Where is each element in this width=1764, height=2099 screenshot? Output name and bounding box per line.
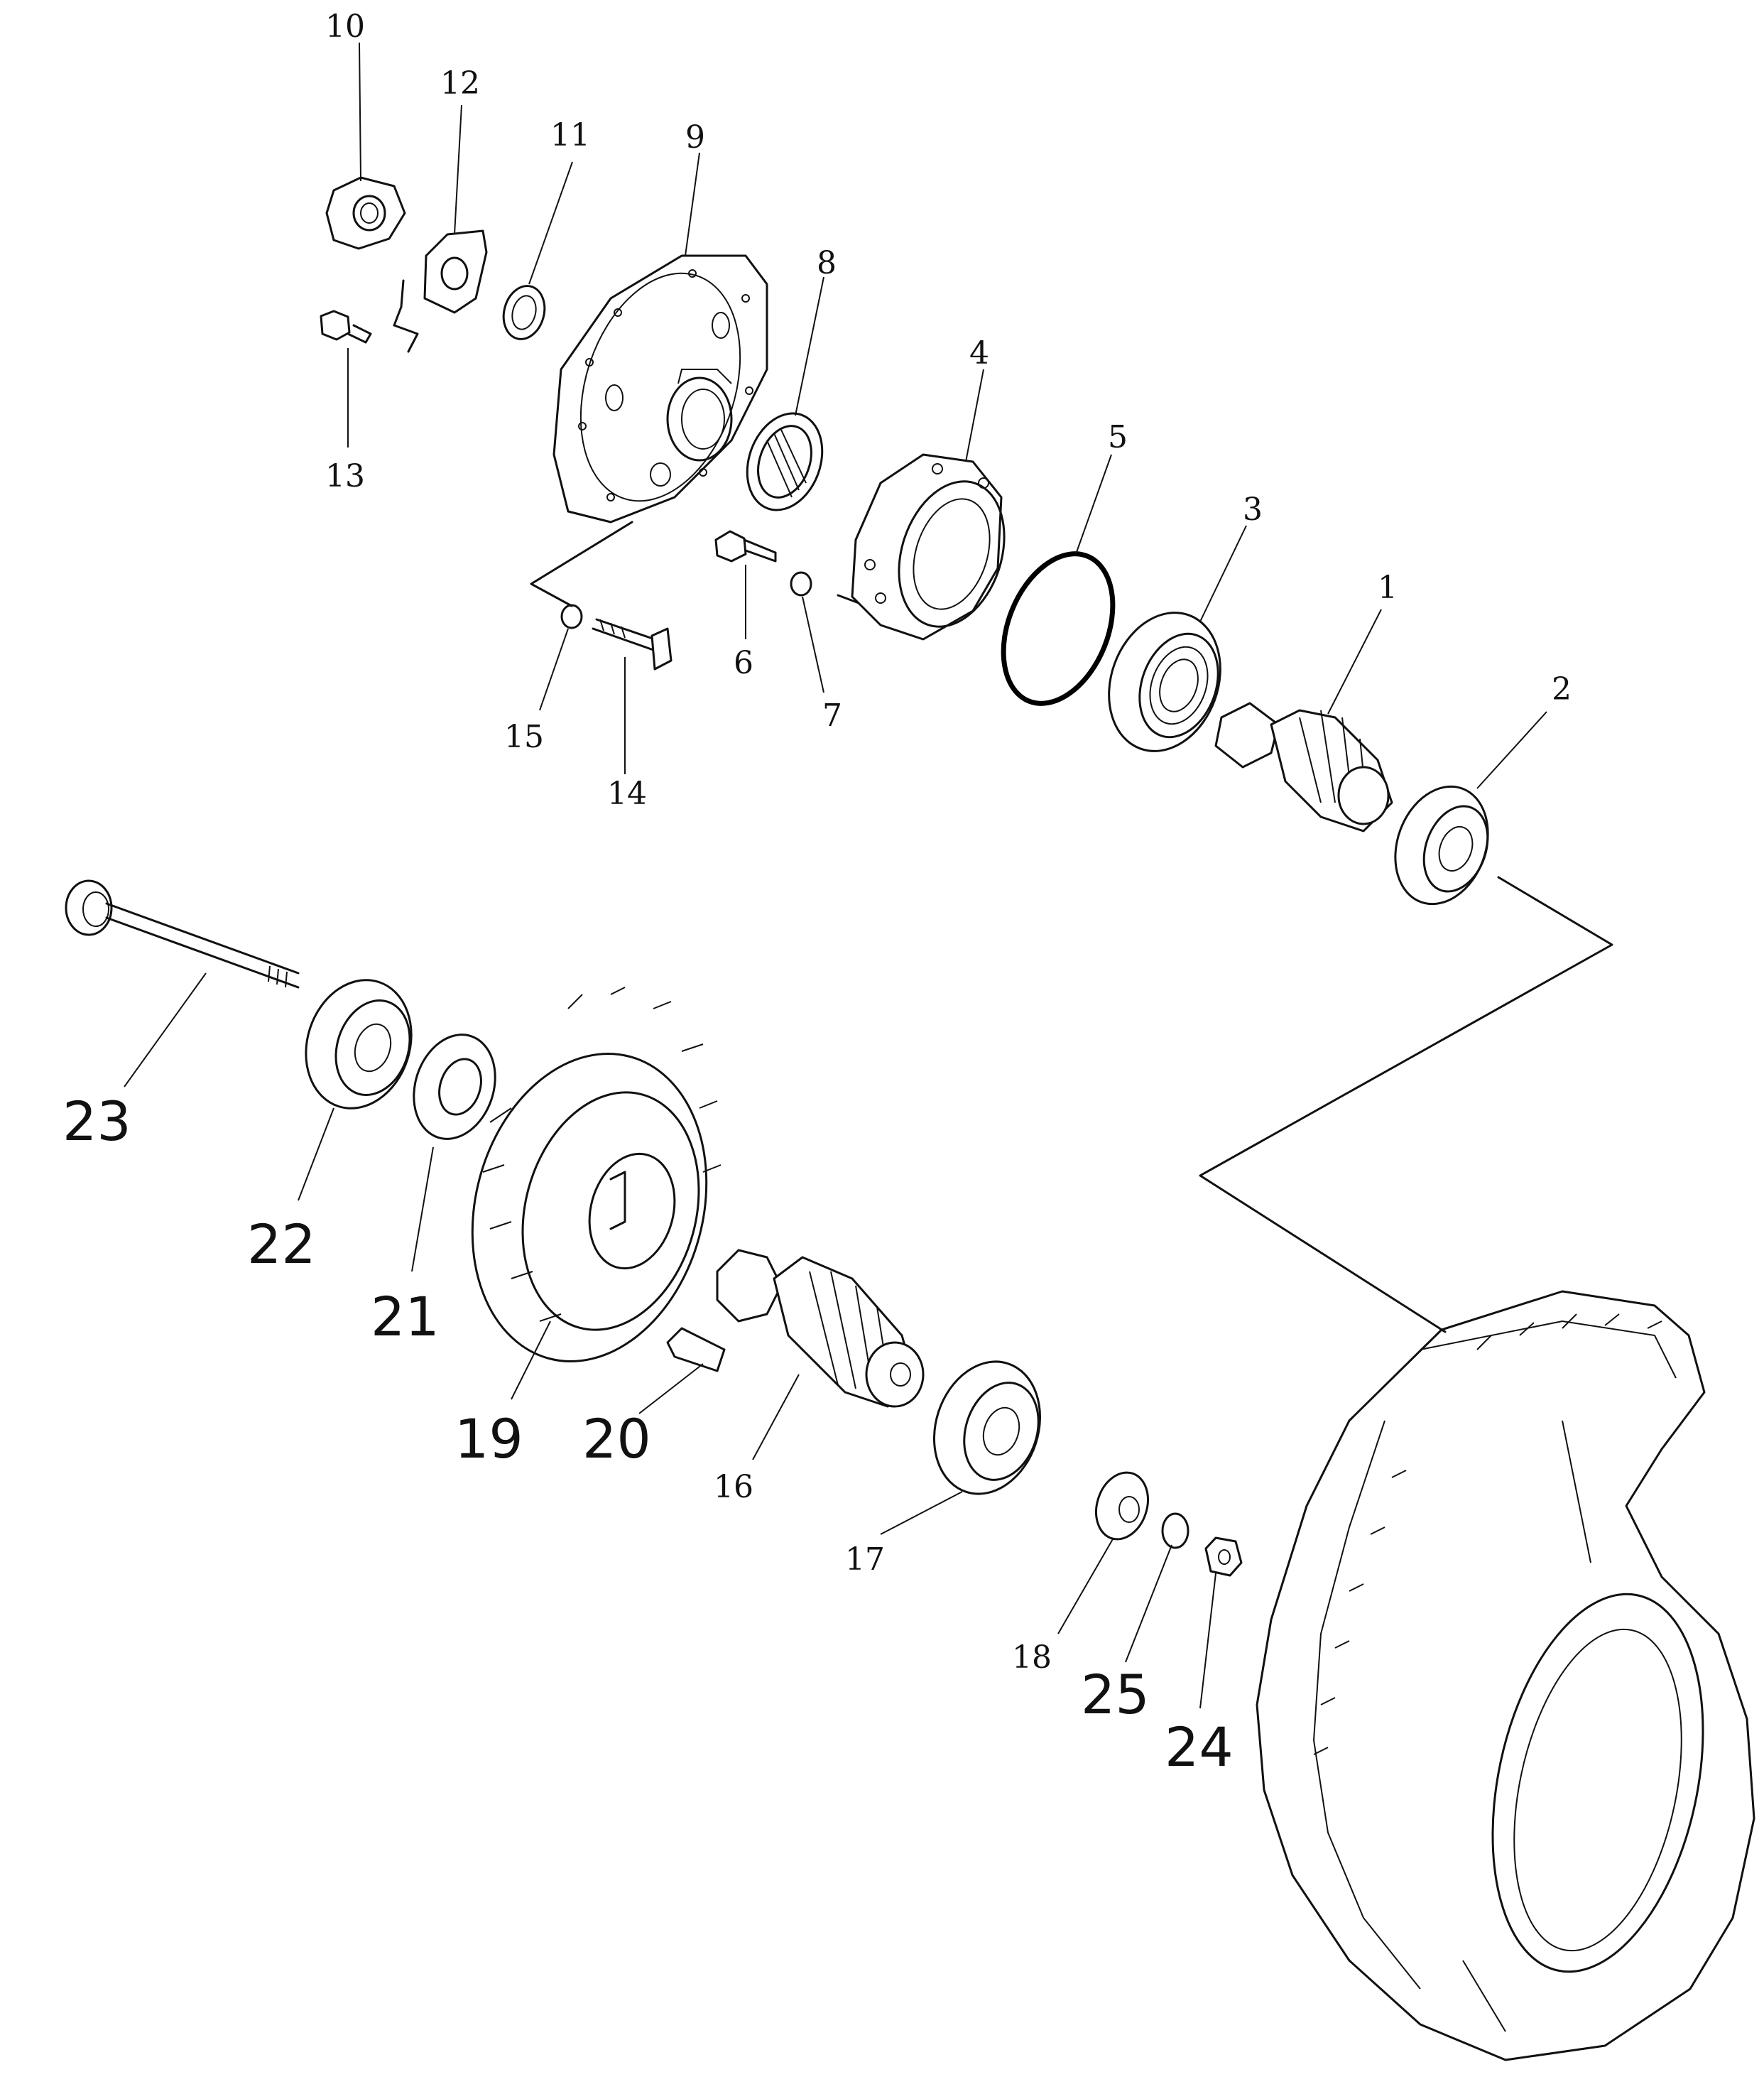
- label-part-14: 14: [607, 776, 647, 812]
- label-part-20: 20: [582, 1407, 651, 1470]
- part-21-washer: [413, 1034, 496, 1140]
- part-25-washer: [1161, 1512, 1189, 1549]
- label-part-19: 19: [454, 1407, 523, 1470]
- label-part-17: 17: [845, 1541, 885, 1578]
- label-part-10: 10: [325, 9, 365, 45]
- part-15-spring-washer: [560, 604, 583, 629]
- part-13-bolt: [320, 310, 372, 344]
- part-11-washer: [502, 285, 546, 340]
- part-10-hex-nut: [325, 176, 406, 250]
- part-22-ball-bearing: [305, 979, 413, 1110]
- leader-lines: [124, 42, 1547, 1709]
- part-1-pinion-shaft: [1214, 702, 1393, 832]
- label-part-13: 13: [325, 458, 365, 494]
- label-part-24: 24: [1165, 1715, 1234, 1779]
- part-5-o-ring: [1001, 551, 1116, 706]
- part-labels: 10 12 11 9 8 4 5 3 1 2 13 6 7 15 14 23 2…: [62, 9, 1572, 1779]
- label-part-21: 21: [371, 1285, 440, 1348]
- label-part-3: 3: [1243, 492, 1263, 528]
- part-14-bolt: [592, 618, 673, 671]
- label-part-5: 5: [1108, 419, 1128, 455]
- label-part-25: 25: [1081, 1663, 1150, 1726]
- part-8-seal: [746, 412, 824, 511]
- part-6-bolt: [714, 530, 777, 563]
- part-3-ball-bearing: [1108, 612, 1221, 752]
- label-part-9: 9: [685, 119, 705, 156]
- label-part-4: 4: [969, 335, 989, 371]
- label-part-6: 6: [734, 645, 753, 681]
- label-part-2: 2: [1552, 671, 1572, 707]
- label-part-16: 16: [714, 1469, 753, 1505]
- part-18-plate: [1095, 1471, 1149, 1541]
- label-part-8: 8: [817, 245, 837, 281]
- label-part-23: 23: [62, 1090, 131, 1153]
- part-9-cover-plate: [552, 254, 768, 524]
- label-part-7: 7: [822, 698, 842, 734]
- housing-case: [1256, 1290, 1755, 2061]
- label-part-11: 11: [550, 117, 590, 153]
- part-7-spring-washer: [790, 571, 812, 597]
- part-23-shaft: [65, 879, 300, 989]
- part-16-pinion: [716, 1249, 925, 1408]
- part-20-key: [666, 1327, 726, 1372]
- part-4-bearing-cage: [851, 453, 1006, 641]
- part-2-ball-bearing: [1394, 785, 1489, 906]
- part-19-gear: [471, 987, 722, 1363]
- label-part-22: 22: [247, 1213, 316, 1276]
- part-17-ball-bearing: [932, 1360, 1042, 1495]
- label-part-18: 18: [1012, 1639, 1052, 1676]
- part-24-nut: [1204, 1536, 1243, 1577]
- label-part-1: 1: [1378, 570, 1398, 606]
- label-part-15: 15: [504, 719, 544, 755]
- part-12-lock-plate: [423, 229, 488, 314]
- label-part-12: 12: [440, 65, 480, 102]
